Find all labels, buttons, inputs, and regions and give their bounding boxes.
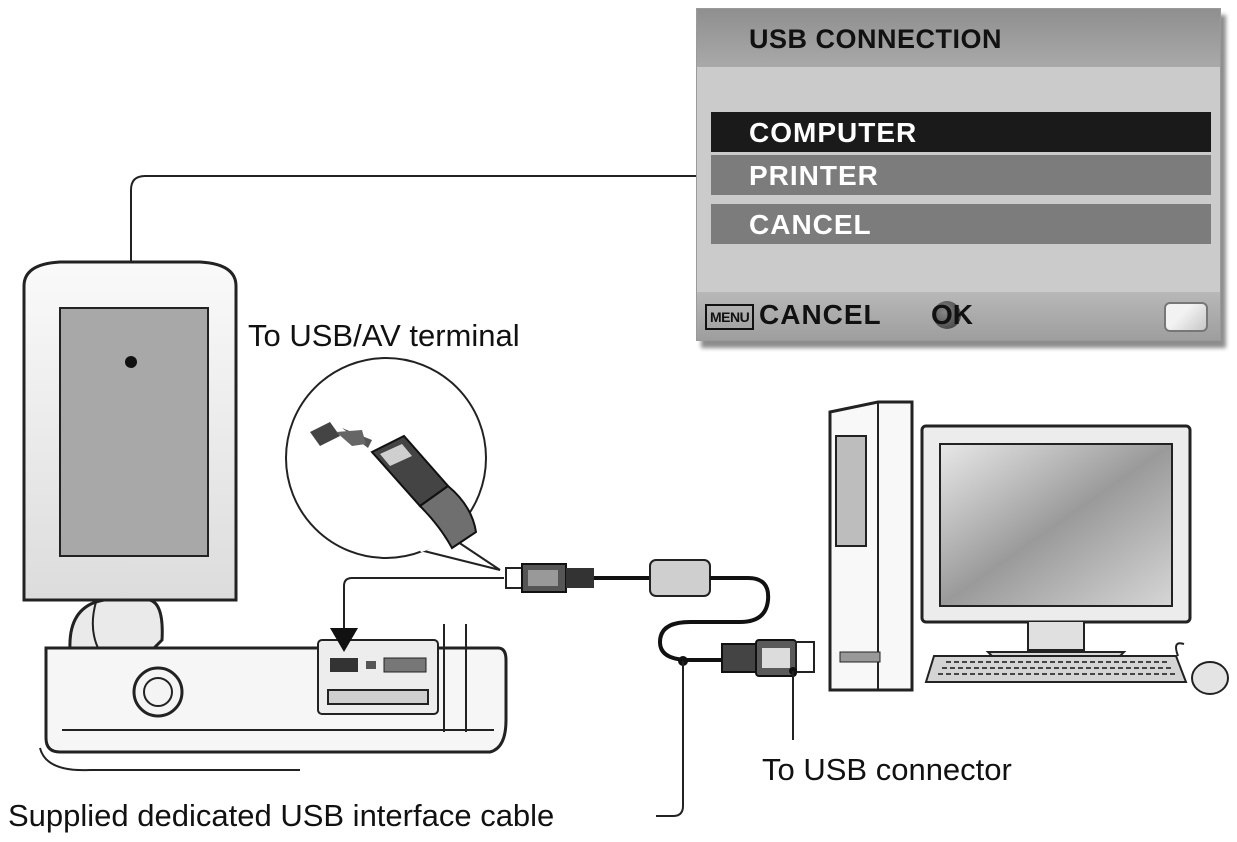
footer-cancel-hint: CANCEL — [759, 299, 882, 330]
menu-title: USB CONNECTION — [697, 9, 1220, 67]
usb-cable — [505, 559, 815, 677]
usb-cable-label: Supplied dedicated USB interface cable — [8, 798, 555, 833]
plug-detail-bubble — [285, 357, 501, 571]
menu-option-computer[interactable]: COMPUTER — [711, 112, 1211, 152]
insert-arrow — [343, 577, 504, 634]
screen-leader-line — [130, 175, 696, 362]
mouse-icon — [1175, 642, 1229, 695]
ok-label: OK — [931, 299, 973, 330]
menu-option-cancel[interactable]: CANCEL — [711, 204, 1211, 244]
menu-footer: MENU CANCEL OK — [697, 292, 1220, 340]
usb-connector-label: To USB connector — [762, 752, 1012, 787]
cable-leader-line — [656, 661, 684, 817]
computer-tower-icon — [828, 400, 914, 692]
ok-hint: OK — [931, 298, 991, 334]
keyboard-icon — [924, 655, 1188, 683]
menu-option-printer[interactable]: PRINTER — [711, 155, 1211, 195]
menu-key-icon: MENU — [705, 304, 755, 330]
set-dial-icon — [933, 301, 961, 329]
usb-av-terminal-label: To USB/AV terminal — [248, 318, 520, 353]
monitor-icon — [920, 424, 1192, 665]
usb-connection-menu: USB CONNECTION COMPUTER PRINTER CANCEL M… — [696, 8, 1221, 341]
battery-icon — [1164, 302, 1208, 332]
camera-icon — [22, 260, 508, 772]
arrow-head-icon — [330, 628, 358, 652]
